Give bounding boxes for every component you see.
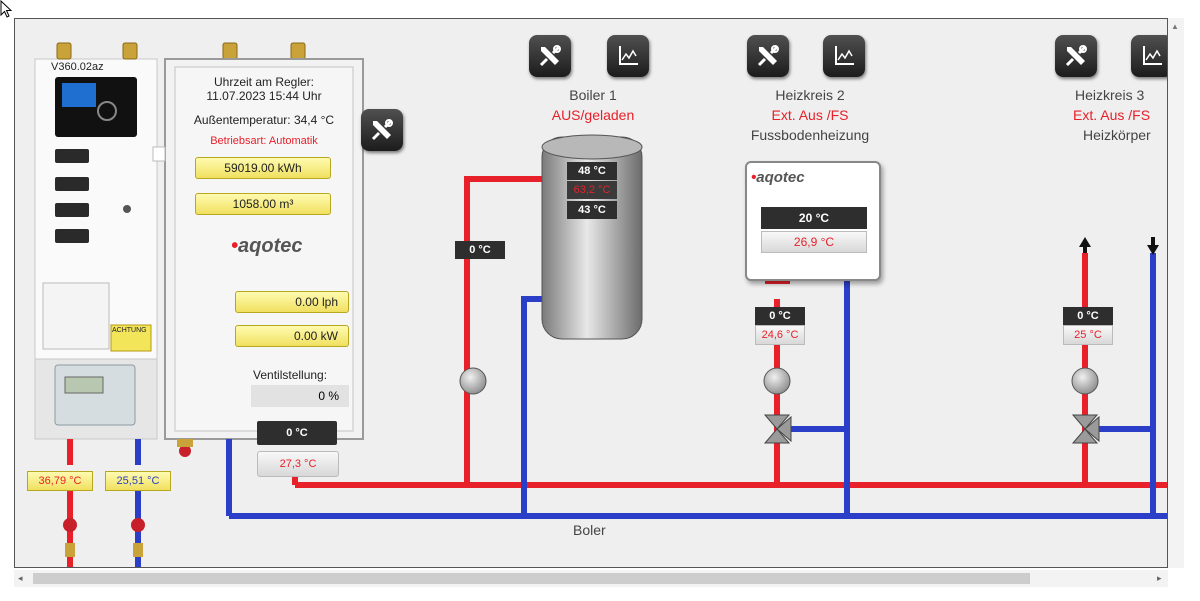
station-settings-button[interactable] [361, 109, 403, 151]
power-field: 0.00 kW [235, 325, 349, 347]
station-brand-logo: •aqotec [231, 235, 303, 257]
scroll-left-arrow[interactable]: ◂ [18, 573, 23, 583]
chart-icon [835, 46, 854, 65]
circuit3-status: Ext. Aus /FS [1073, 107, 1151, 123]
boiler1-pipe-temp: 0 °C [455, 241, 505, 259]
circuit2-subtitle: Fussbodenheizung [750, 127, 870, 143]
controller-time-label: Uhrzeit am Regler: [213, 75, 315, 89]
scheme-viewport: V360.02az ACHTUNG Uhrzeit am Regler: 11.… [14, 18, 1168, 568]
flow-field: 0.00 lph [235, 291, 349, 313]
volume-field: 1058.00 m³ [195, 193, 331, 215]
pump-icon [459, 367, 1099, 395]
vertical-scrollbar[interactable] [1168, 18, 1184, 568]
boiler1-settings-button[interactable] [529, 35, 571, 77]
room-thermostat[interactable]: •aqotec 20 °C 26,9 °C [745, 161, 881, 281]
tools-icon [371, 119, 393, 141]
circuit2-room-actual: 26,9 °C [761, 231, 867, 253]
circuit3-chart-button[interactable] [1131, 35, 1167, 77]
operating-mode: Betriebsart: Automatik [210, 135, 318, 147]
boiler1-chart-button[interactable] [607, 35, 649, 77]
tools-icon [539, 45, 561, 67]
circuit3-settings-button[interactable] [1055, 35, 1097, 77]
outdoor-temperature: Außentemperatur: 34,4 °C [193, 113, 335, 127]
tools-icon [757, 45, 779, 67]
circuit2-status: Ext. Aus /FS [771, 107, 849, 123]
valve-icon [763, 414, 1100, 444]
energy-field: 59019.00 kWh [195, 157, 331, 179]
circuit3-flow-actual: 25 °C [1063, 325, 1113, 345]
chart-icon [619, 46, 638, 65]
scroll-right-arrow[interactable]: ▸ [1157, 573, 1162, 583]
scroll-up-arrow[interactable]: ▲ [1171, 22, 1179, 31]
boiler1-status: AUS/geladen [551, 107, 635, 123]
tools-icon [1065, 45, 1087, 67]
cursor-icon [0, 0, 13, 18]
boiler1-top-setpoint: 48 °C [567, 162, 617, 180]
circuit2-flow-actual: 24,6 °C [755, 325, 805, 345]
boiler-line-label: Boler [573, 522, 606, 538]
valve-position-field: 0 % [251, 385, 349, 407]
chart-icon [1143, 46, 1162, 65]
valve-position-label: Ventilstellung: [253, 368, 328, 382]
circuit2-room-setpoint: 20 °C [761, 207, 867, 229]
primary-actual: 27,3 °C [257, 451, 339, 477]
supply-temperature: 36,79 °C [27, 471, 93, 491]
circuit3-title: Heizkreis 3 [1075, 87, 1145, 103]
thermostat-brand-logo: •aqotec [751, 169, 805, 186]
primary-setpoint: 0 °C [257, 421, 337, 445]
controller-datetime: 11.07.2023 15:44 Uhr [206, 89, 322, 103]
arrow-up-icon [1079, 237, 1091, 253]
circuit3-subtitle: Heizkörper [1083, 127, 1151, 143]
arrow-down-icon [1147, 237, 1159, 255]
return-temperature: 25,51 °C [105, 471, 171, 491]
circuit2-flow-setpoint: 0 °C [755, 307, 805, 325]
warning-label: ACHTUNG [112, 327, 147, 334]
boiler1-bottom-temp: 43 °C [567, 201, 617, 219]
circuit2-title: Heizkreis 2 [775, 87, 845, 103]
circuit2-chart-button[interactable] [823, 35, 865, 77]
controller-model: V360.02az [51, 61, 104, 73]
scrollbar-thumb[interactable] [33, 573, 1030, 584]
boiler1-top-actual: 63,2 °C [567, 181, 617, 199]
circuit3-flow-setpoint: 0 °C [1063, 307, 1113, 325]
boiler1-title: Boiler 1 [569, 87, 617, 103]
circuit2-settings-button[interactable] [747, 35, 789, 77]
